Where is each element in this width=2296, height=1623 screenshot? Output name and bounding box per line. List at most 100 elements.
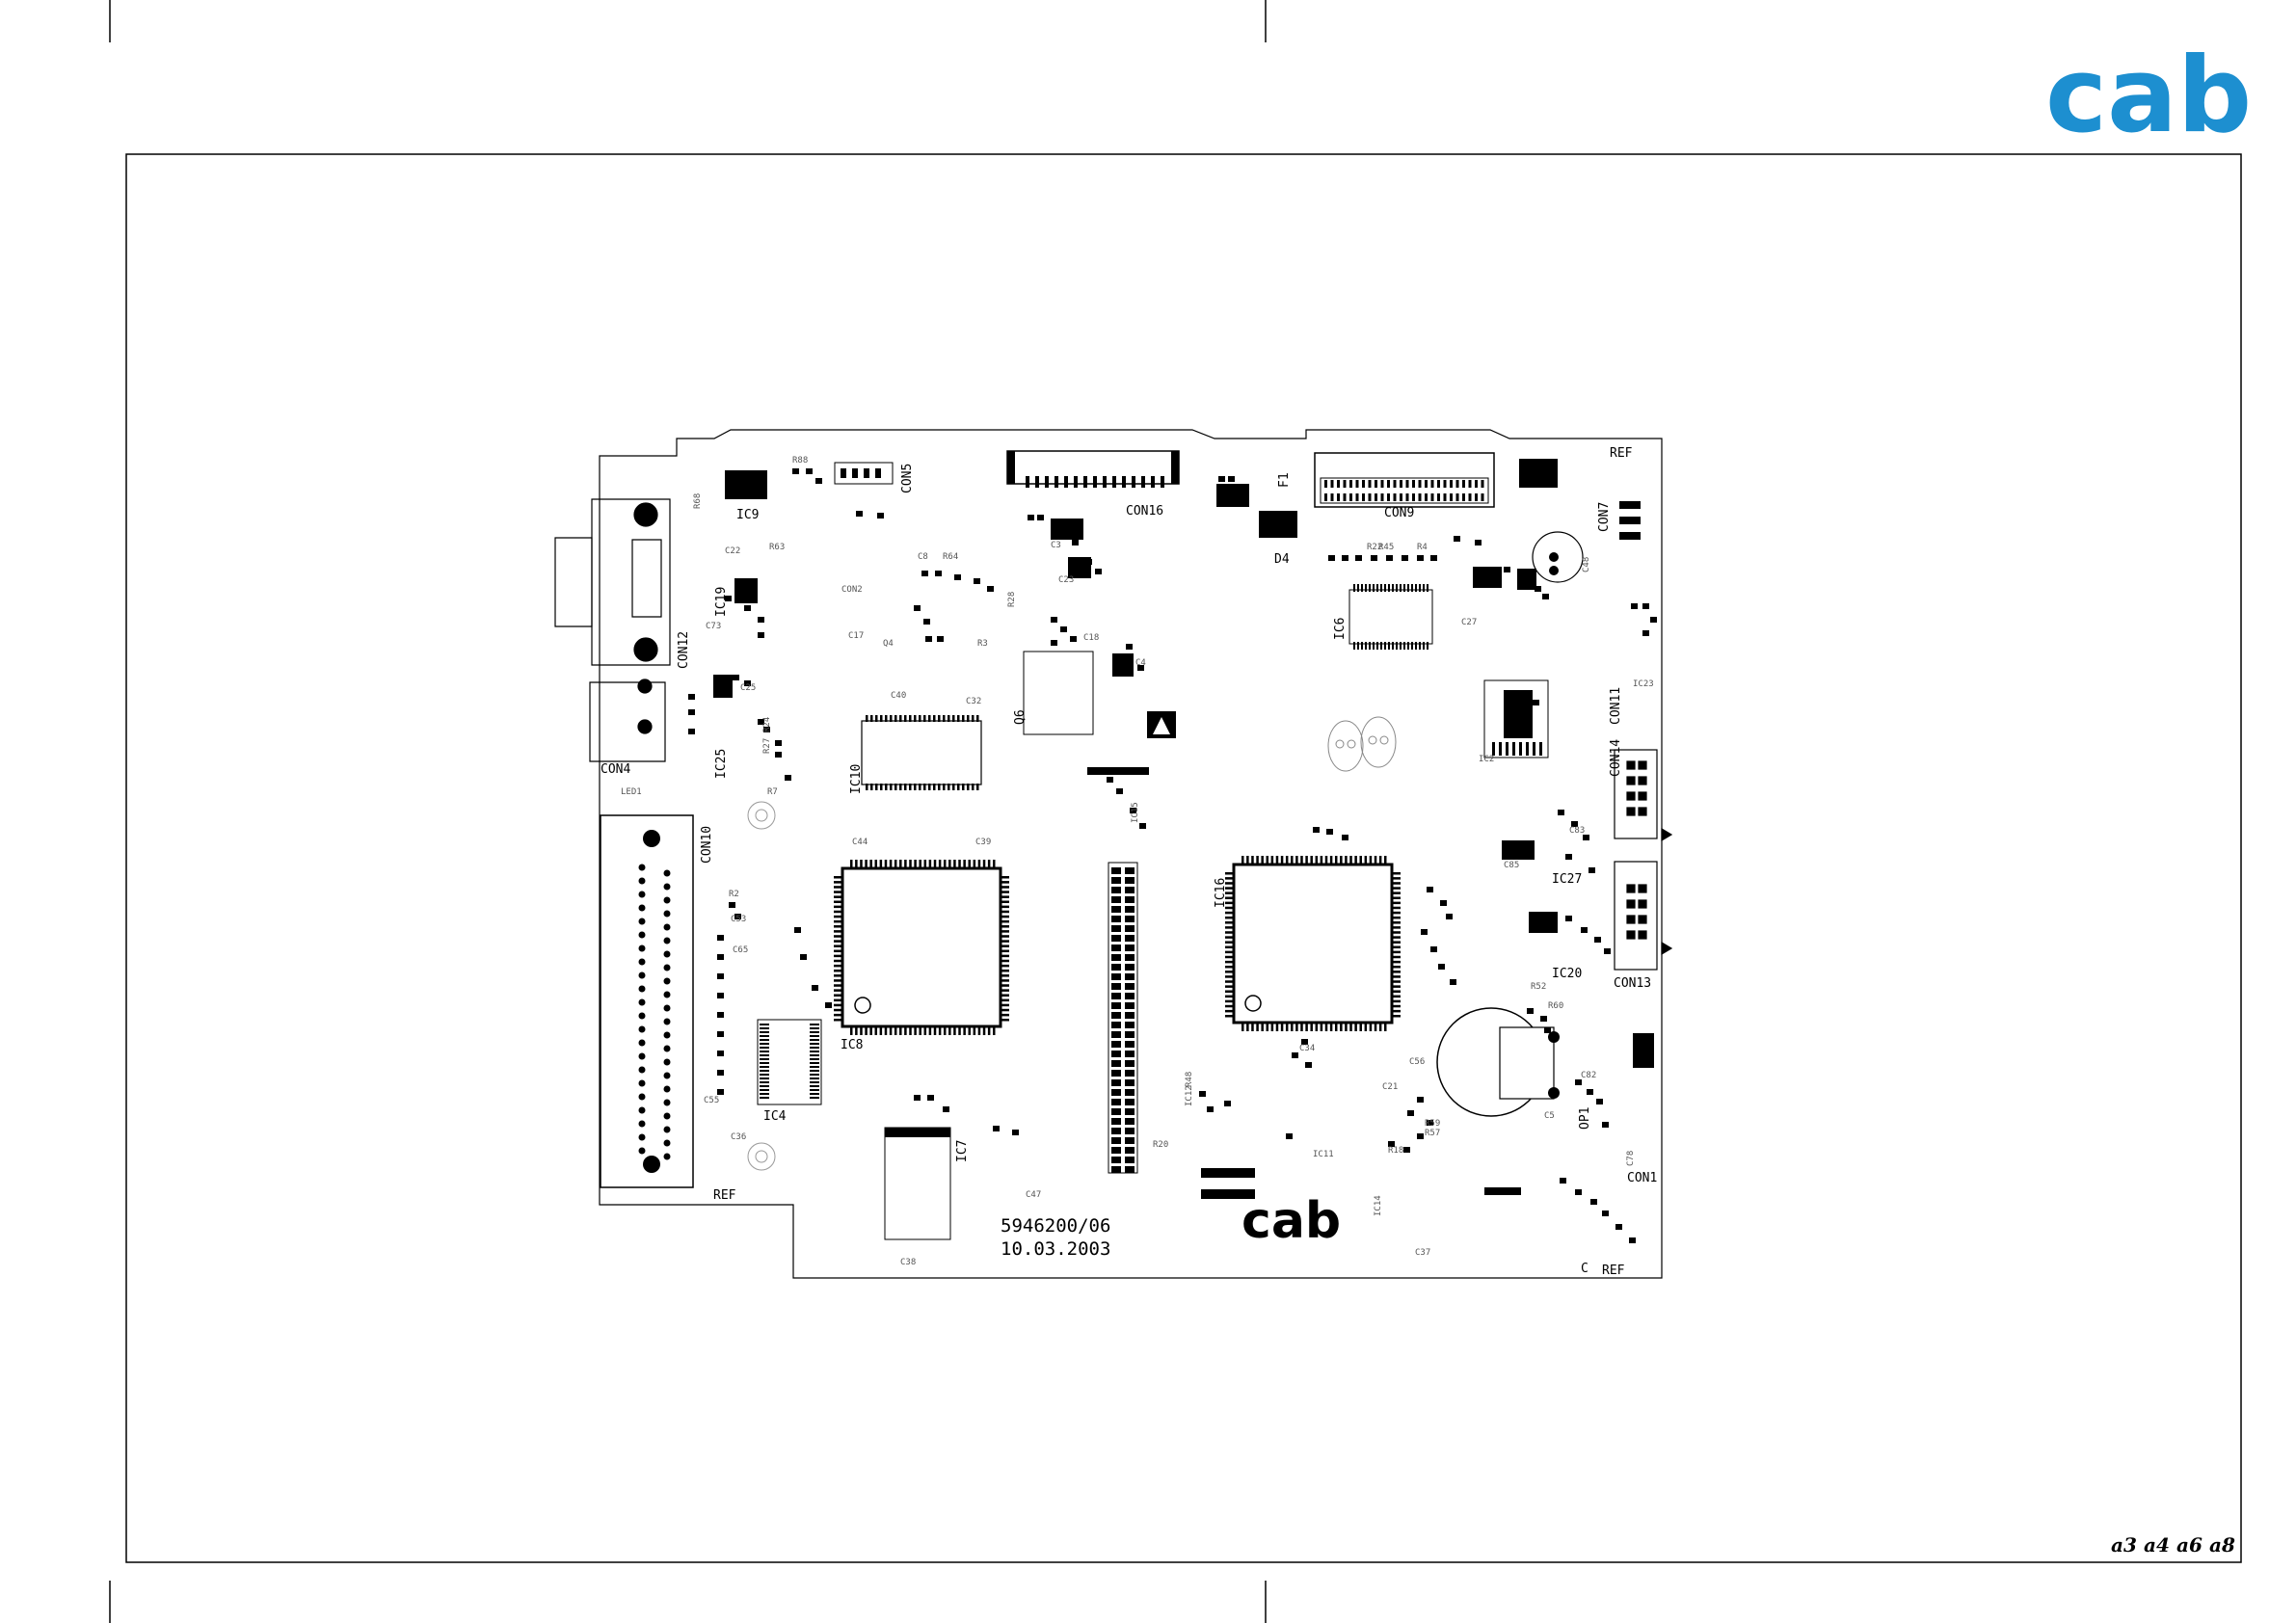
pad (865, 860, 868, 867)
pad (914, 715, 917, 722)
pad (810, 1047, 819, 1049)
pad (1502, 840, 1535, 860)
pad (976, 784, 979, 790)
label-c32: C32 (966, 697, 981, 706)
pad (909, 860, 912, 867)
pad (1125, 877, 1135, 884)
pad (1001, 919, 1009, 923)
pad (810, 1078, 819, 1079)
pad (1125, 1012, 1135, 1019)
pad (919, 784, 921, 790)
brand-logo: cab (2045, 36, 2252, 156)
pad (1354, 856, 1357, 864)
pad (1291, 856, 1294, 864)
pad (1207, 1106, 1214, 1112)
pad (688, 729, 695, 734)
pad (967, 715, 970, 722)
pad (1594, 937, 1601, 943)
pad (1362, 480, 1365, 488)
label-con11: CON11 (1609, 687, 1623, 725)
pad (1292, 1052, 1298, 1058)
pad (1224, 1101, 1231, 1106)
pad (1376, 584, 1378, 592)
label-r22: R22 (1367, 543, 1382, 552)
pad (1403, 1147, 1410, 1153)
pin (638, 1133, 646, 1141)
pad (1125, 973, 1135, 980)
pad (982, 1027, 986, 1035)
pad (1440, 900, 1447, 906)
pad (810, 1066, 819, 1068)
pad (1001, 964, 1009, 968)
pad (1125, 1070, 1135, 1077)
label-r2: R2 (729, 890, 739, 899)
pad (1125, 1079, 1135, 1086)
pad (1111, 1128, 1121, 1134)
pin (663, 1018, 671, 1025)
pad (1417, 1097, 1424, 1103)
pad (713, 675, 733, 698)
label-c3: C3 (1051, 541, 1061, 550)
pad (1001, 886, 1009, 889)
pad (760, 1066, 769, 1068)
pad (925, 636, 932, 642)
label-c36: C36 (731, 1132, 746, 1142)
pad (1330, 493, 1334, 501)
pad (1519, 742, 1522, 756)
pad (834, 925, 841, 928)
pin (638, 918, 646, 925)
label-c78: C78 (1626, 1151, 1636, 1166)
pad (1419, 584, 1421, 592)
pad (1285, 856, 1289, 864)
round-dot-2 (1549, 566, 1559, 575)
pad (1581, 927, 1588, 933)
label-c25: C25 (740, 683, 756, 693)
pad (1111, 1157, 1121, 1163)
label-c82: C82 (1581, 1071, 1596, 1080)
pad (850, 1027, 853, 1035)
pad (1393, 882, 1401, 885)
pad (1642, 603, 1649, 609)
ic2-power (1483, 679, 1549, 758)
pad (1125, 1022, 1135, 1028)
label-c53: C53 (731, 915, 746, 924)
pad (834, 881, 841, 884)
pad (1583, 835, 1589, 840)
pad (894, 784, 897, 790)
pad (1070, 636, 1077, 642)
pad (938, 860, 942, 867)
pad (1125, 964, 1135, 971)
pad (758, 719, 764, 725)
pad (1590, 1199, 1597, 1205)
pin (638, 1093, 646, 1101)
pad (725, 596, 732, 601)
pad (1415, 584, 1417, 592)
pin (638, 1079, 646, 1087)
pad (860, 860, 863, 867)
ic8-qfp (834, 860, 1009, 1035)
label-ic25: IC25 (714, 749, 729, 779)
pad (1558, 810, 1564, 815)
label-c8: C8 (918, 552, 928, 562)
pad (717, 993, 724, 998)
pad (1111, 1118, 1121, 1125)
pad (1359, 856, 1362, 864)
pin (663, 964, 671, 971)
pad (1111, 877, 1121, 884)
pad (1373, 584, 1375, 592)
pad (1565, 854, 1572, 860)
label-ref-bottom: REF (1602, 1264, 1625, 1278)
label-r7: R7 (767, 787, 778, 797)
pad (834, 930, 841, 933)
pad (760, 1027, 769, 1029)
label-r59: R59 (1425, 1119, 1440, 1129)
pad (1337, 493, 1340, 501)
pad (1251, 1024, 1254, 1031)
pad (1001, 895, 1009, 898)
pad (1425, 480, 1428, 488)
pad (1329, 1024, 1333, 1031)
pad (717, 1089, 724, 1095)
pad (928, 1027, 932, 1035)
pad (1125, 916, 1135, 922)
pin (663, 1004, 671, 1012)
